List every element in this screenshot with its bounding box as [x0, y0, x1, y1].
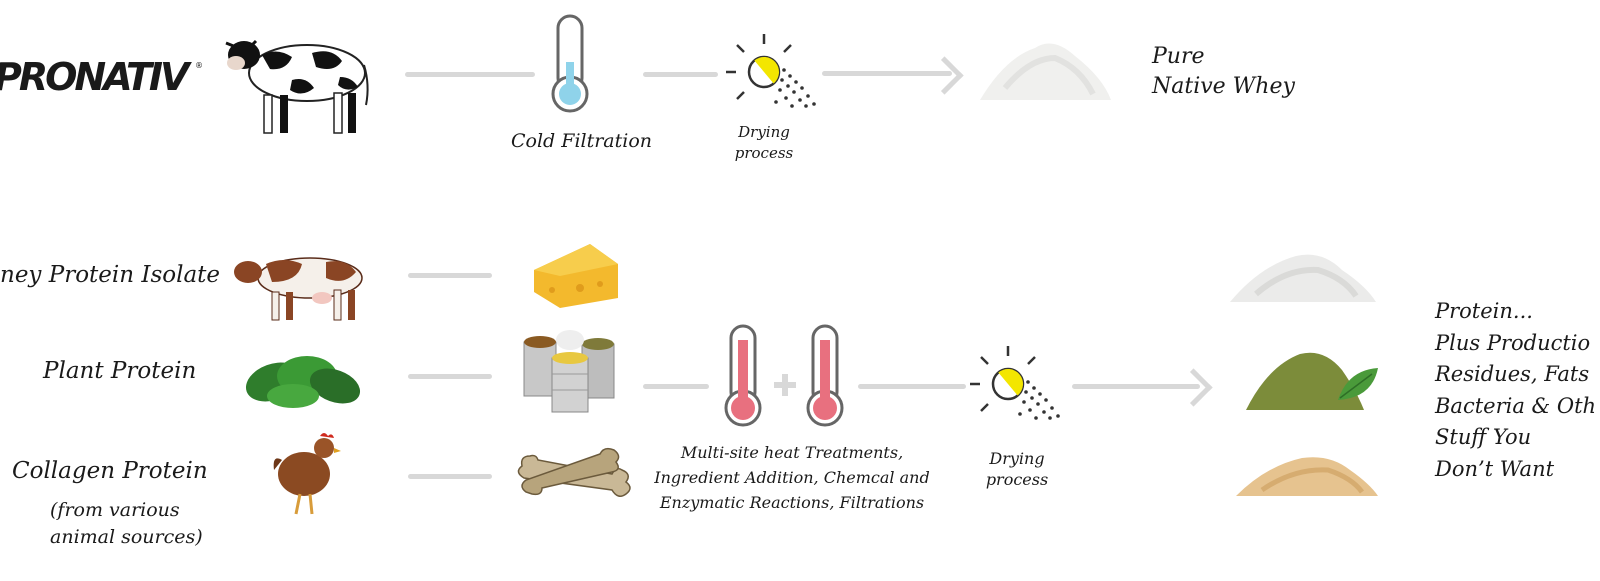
drying-label-line1: Drying — [738, 123, 790, 141]
collagen-note-line2: animal sources) — [50, 526, 203, 548]
thermometer-hot-icon — [724, 324, 762, 427]
arrow-head-icon — [1174, 368, 1213, 407]
result-line2: Plus Productio — [1435, 330, 1591, 355]
result-line2: Native Whey — [1152, 74, 1295, 99]
drying-label-line2: process — [734, 144, 794, 162]
connector-line — [405, 72, 535, 77]
cheese-icon — [534, 244, 618, 308]
drying-label-line2: process — [985, 470, 1049, 489]
white-powder-icon — [1230, 254, 1376, 302]
tan-powder-icon — [1236, 457, 1378, 496]
source-label-collagen: Collagen Protein — [12, 458, 208, 484]
connector-line — [643, 72, 718, 77]
svg-text:PRONATIV: PRONATIV — [0, 55, 192, 99]
drying-process-label-bottom: Drying process — [974, 448, 1060, 490]
collagen-note: (from various animal sources) — [50, 497, 203, 551]
connector-line — [408, 474, 492, 479]
drying-label-line1: Drying — [989, 449, 1045, 468]
result-line4: Bacteria & Oth — [1435, 393, 1597, 418]
hen-icon — [273, 433, 341, 515]
drying-sun-icon — [726, 34, 816, 108]
thermometer-cold-icon — [551, 14, 589, 113]
cold-filtration-label: Cold Filtration — [511, 130, 653, 152]
process-line3: Enzymatic Reactions, Filtrations — [659, 493, 925, 512]
result-line3: Residues, Fats — [1435, 362, 1590, 386]
connector-line — [643, 384, 709, 389]
source-label-whey: ney Protein Isolate — [0, 262, 221, 288]
pronativ-logo: PRONATIV ® — [0, 55, 203, 99]
pure-native-whey-label: Pure Native Whey — [1152, 42, 1295, 102]
bone-icon — [517, 447, 631, 497]
svg-text:®: ® — [195, 61, 203, 70]
connector-line — [408, 374, 492, 379]
arrow-head-icon — [925, 56, 964, 95]
holstein-cow-icon — [225, 39, 369, 134]
white-powder-icon — [980, 43, 1111, 100]
drying-process-label-top: Drying process — [722, 122, 806, 164]
process-line1: Multi-site heat Treatments, — [680, 443, 904, 462]
result-line1: Pure — [1152, 44, 1205, 69]
result-line1: Protein... — [1435, 299, 1533, 323]
result-line6: Don’t Want — [1435, 456, 1555, 481]
arrow-line — [1072, 384, 1200, 389]
connector-line — [408, 273, 492, 278]
collagen-note-line1: (from various — [50, 499, 180, 521]
multi-site-process-label: Multi-site heat Treatments, Ingredient A… — [650, 440, 934, 515]
protein-result-label: Protein... Plus Productio Residues, Fats… — [1435, 296, 1596, 485]
cans-icon — [523, 330, 615, 413]
connector-line — [858, 384, 966, 389]
drying-sun-icon — [970, 346, 1060, 420]
thermometer-hot-icon — [806, 324, 844, 427]
green-powder-icon — [1246, 352, 1378, 410]
source-label-plant: Plant Protein — [43, 358, 197, 384]
spinach-icon — [245, 356, 361, 408]
plus-icon — [774, 374, 796, 396]
process-line2: Ingredient Addition, Chemcal and — [654, 468, 930, 487]
brown-cow-icon — [234, 257, 363, 321]
arrow-line — [822, 71, 952, 76]
result-line5: Stuff You — [1435, 425, 1532, 449]
